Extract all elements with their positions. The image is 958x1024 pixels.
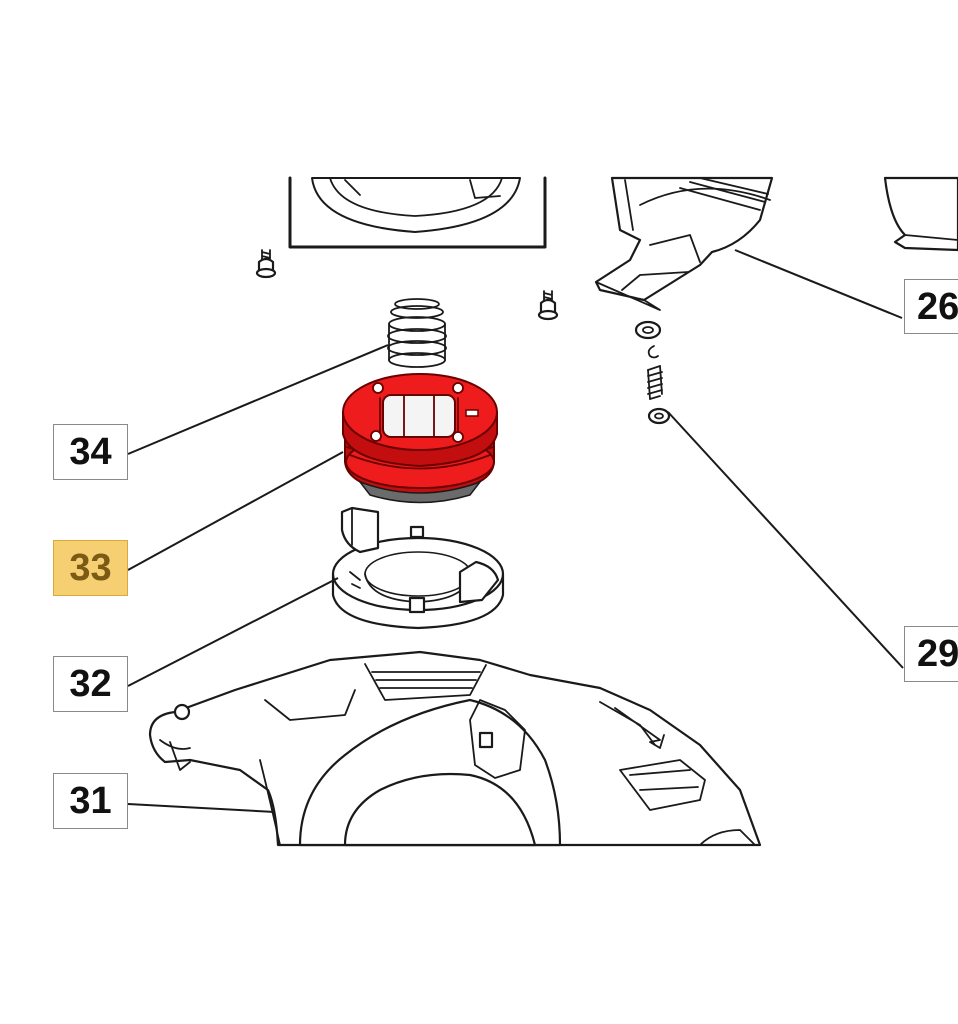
callout-33-text: 33	[69, 547, 112, 589]
callout-26[interactable]: 26	[904, 279, 958, 334]
leader-line-34	[127, 344, 389, 455]
motor-housing-right-fragment	[883, 176, 958, 252]
leader-lines	[127, 249, 904, 813]
callout-32[interactable]: 32	[53, 656, 128, 712]
washer-icon	[634, 320, 662, 340]
callout-29-text: 29	[917, 633, 958, 675]
housing-part-31	[148, 650, 762, 847]
callout-34[interactable]: 34	[53, 424, 128, 480]
spring-part-29	[647, 365, 663, 400]
callout-34-text: 34	[69, 431, 112, 473]
leader-line-33	[127, 451, 344, 571]
screw-right-icon	[537, 290, 559, 321]
callout-29[interactable]: 29	[904, 626, 958, 682]
callout-33[interactable]: 33	[53, 540, 128, 596]
callout-32-text: 32	[69, 663, 112, 705]
leader-line-26	[734, 249, 903, 319]
leader-line-29	[667, 411, 904, 669]
spring-part-34	[387, 298, 447, 368]
screw-left-icon	[255, 249, 277, 279]
spool-part-33	[342, 373, 498, 504]
cover-part-32	[331, 506, 505, 630]
leader-line-32	[127, 577, 339, 687]
leader-line-31	[127, 803, 276, 813]
washer-small-icon	[647, 407, 671, 425]
callout-31-text: 31	[69, 780, 112, 822]
inset-detail-box	[288, 176, 547, 249]
motor-housing-part-26	[594, 176, 774, 311]
clip-icon	[647, 345, 659, 359]
callout-31[interactable]: 31	[53, 773, 128, 829]
callout-26-text: 26	[917, 285, 958, 328]
